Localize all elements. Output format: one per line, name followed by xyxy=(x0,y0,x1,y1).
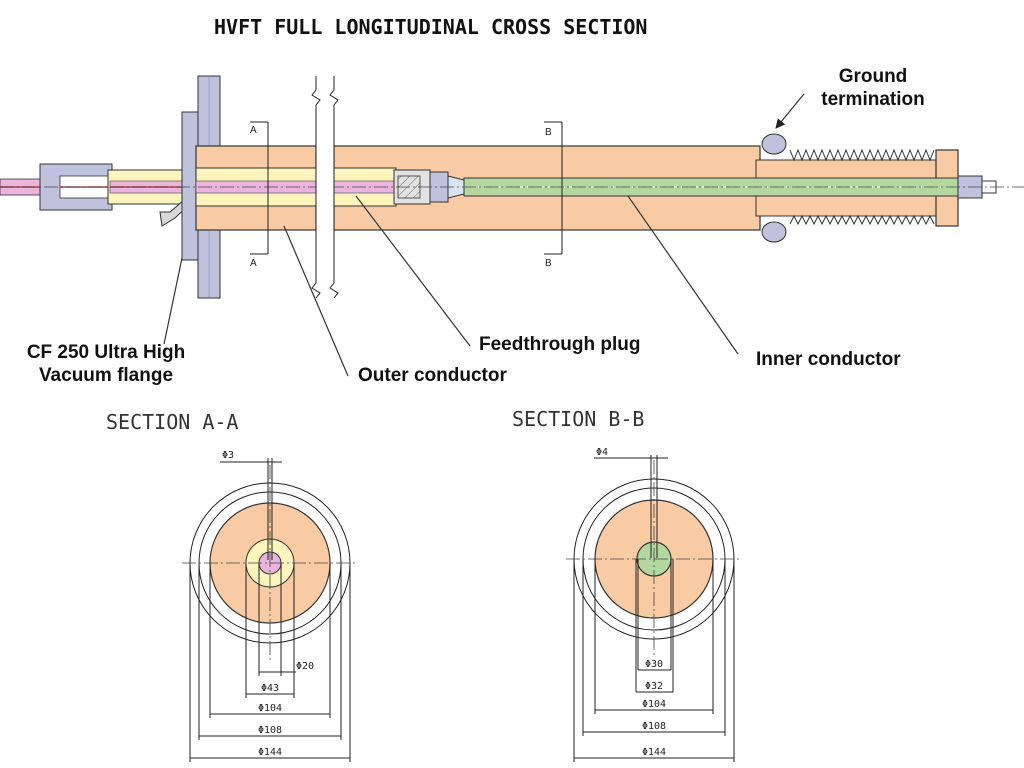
label-cf-flange-2: Vacuum flange xyxy=(39,365,173,386)
section-a-a: SECTION A-A Φ3 Φ20 Φ43 Φ104 Φ108 xyxy=(106,410,358,762)
aa-dim-phi108: Φ108 xyxy=(258,725,282,736)
bb-dim-phi144: Φ144 xyxy=(642,747,666,758)
label-cf-flange-1: CF 250 Ultra High xyxy=(27,342,185,363)
aa-dim-phi43: Φ43 xyxy=(261,683,279,694)
svg-text:B: B xyxy=(545,258,552,269)
label-outer-conductor: Outer conductor xyxy=(358,365,507,386)
label-inner-conductor: Inner conductor xyxy=(756,349,901,370)
ground-ring-top xyxy=(761,133,787,155)
drawing-title: HVFT FULL LONGITUDINAL CROSS SECTION xyxy=(214,15,647,39)
section-b-b: SECTION B-B Φ4 Φ30 Φ32 Φ104 Φ108 xyxy=(512,407,742,762)
bb-dim-phi32: Φ32 xyxy=(645,681,663,692)
section-b-b-title: SECTION B-B xyxy=(512,407,644,431)
aa-dim-phi3: Φ3 xyxy=(222,450,234,461)
aa-dim-phi144: Φ144 xyxy=(258,747,282,758)
break-line-right xyxy=(329,76,339,299)
leader-cf-flange xyxy=(163,257,183,345)
break-line-left xyxy=(311,76,321,299)
leader-ground-termination xyxy=(775,93,805,129)
break-gap xyxy=(316,76,334,298)
leader-feedthrough-plug xyxy=(355,195,471,347)
section-a-a-title: SECTION A-A xyxy=(106,410,238,434)
aa-dim-phi20: Φ20 xyxy=(296,661,314,672)
svg-text:A: A xyxy=(250,258,257,269)
section-mark-a: A A xyxy=(250,121,269,269)
label-ground-termination-2: termination xyxy=(821,89,924,110)
leader-outer-conductor xyxy=(283,225,349,377)
bb-dim-phi4: Φ4 xyxy=(596,447,608,458)
bb-dim-phi108: Φ108 xyxy=(642,721,666,732)
label-feedthrough-plug: Feedthrough plug xyxy=(479,334,640,355)
svg-text:A: A xyxy=(250,125,257,136)
svg-text:B: B xyxy=(545,127,552,138)
label-ground-termination-1: Ground xyxy=(839,66,908,87)
ground-ring-bottom xyxy=(761,221,787,243)
aa-dim-phi104: Φ104 xyxy=(258,703,282,714)
longitudinal-section: A A B B Ground termination CF 250 Ultra … xyxy=(0,66,1024,386)
leader-inner-conductor xyxy=(627,195,739,355)
bb-dim-phi30: Φ30 xyxy=(645,659,663,670)
bb-dim-phi104: Φ104 xyxy=(642,699,666,710)
section-mark-b: B B xyxy=(544,121,563,269)
